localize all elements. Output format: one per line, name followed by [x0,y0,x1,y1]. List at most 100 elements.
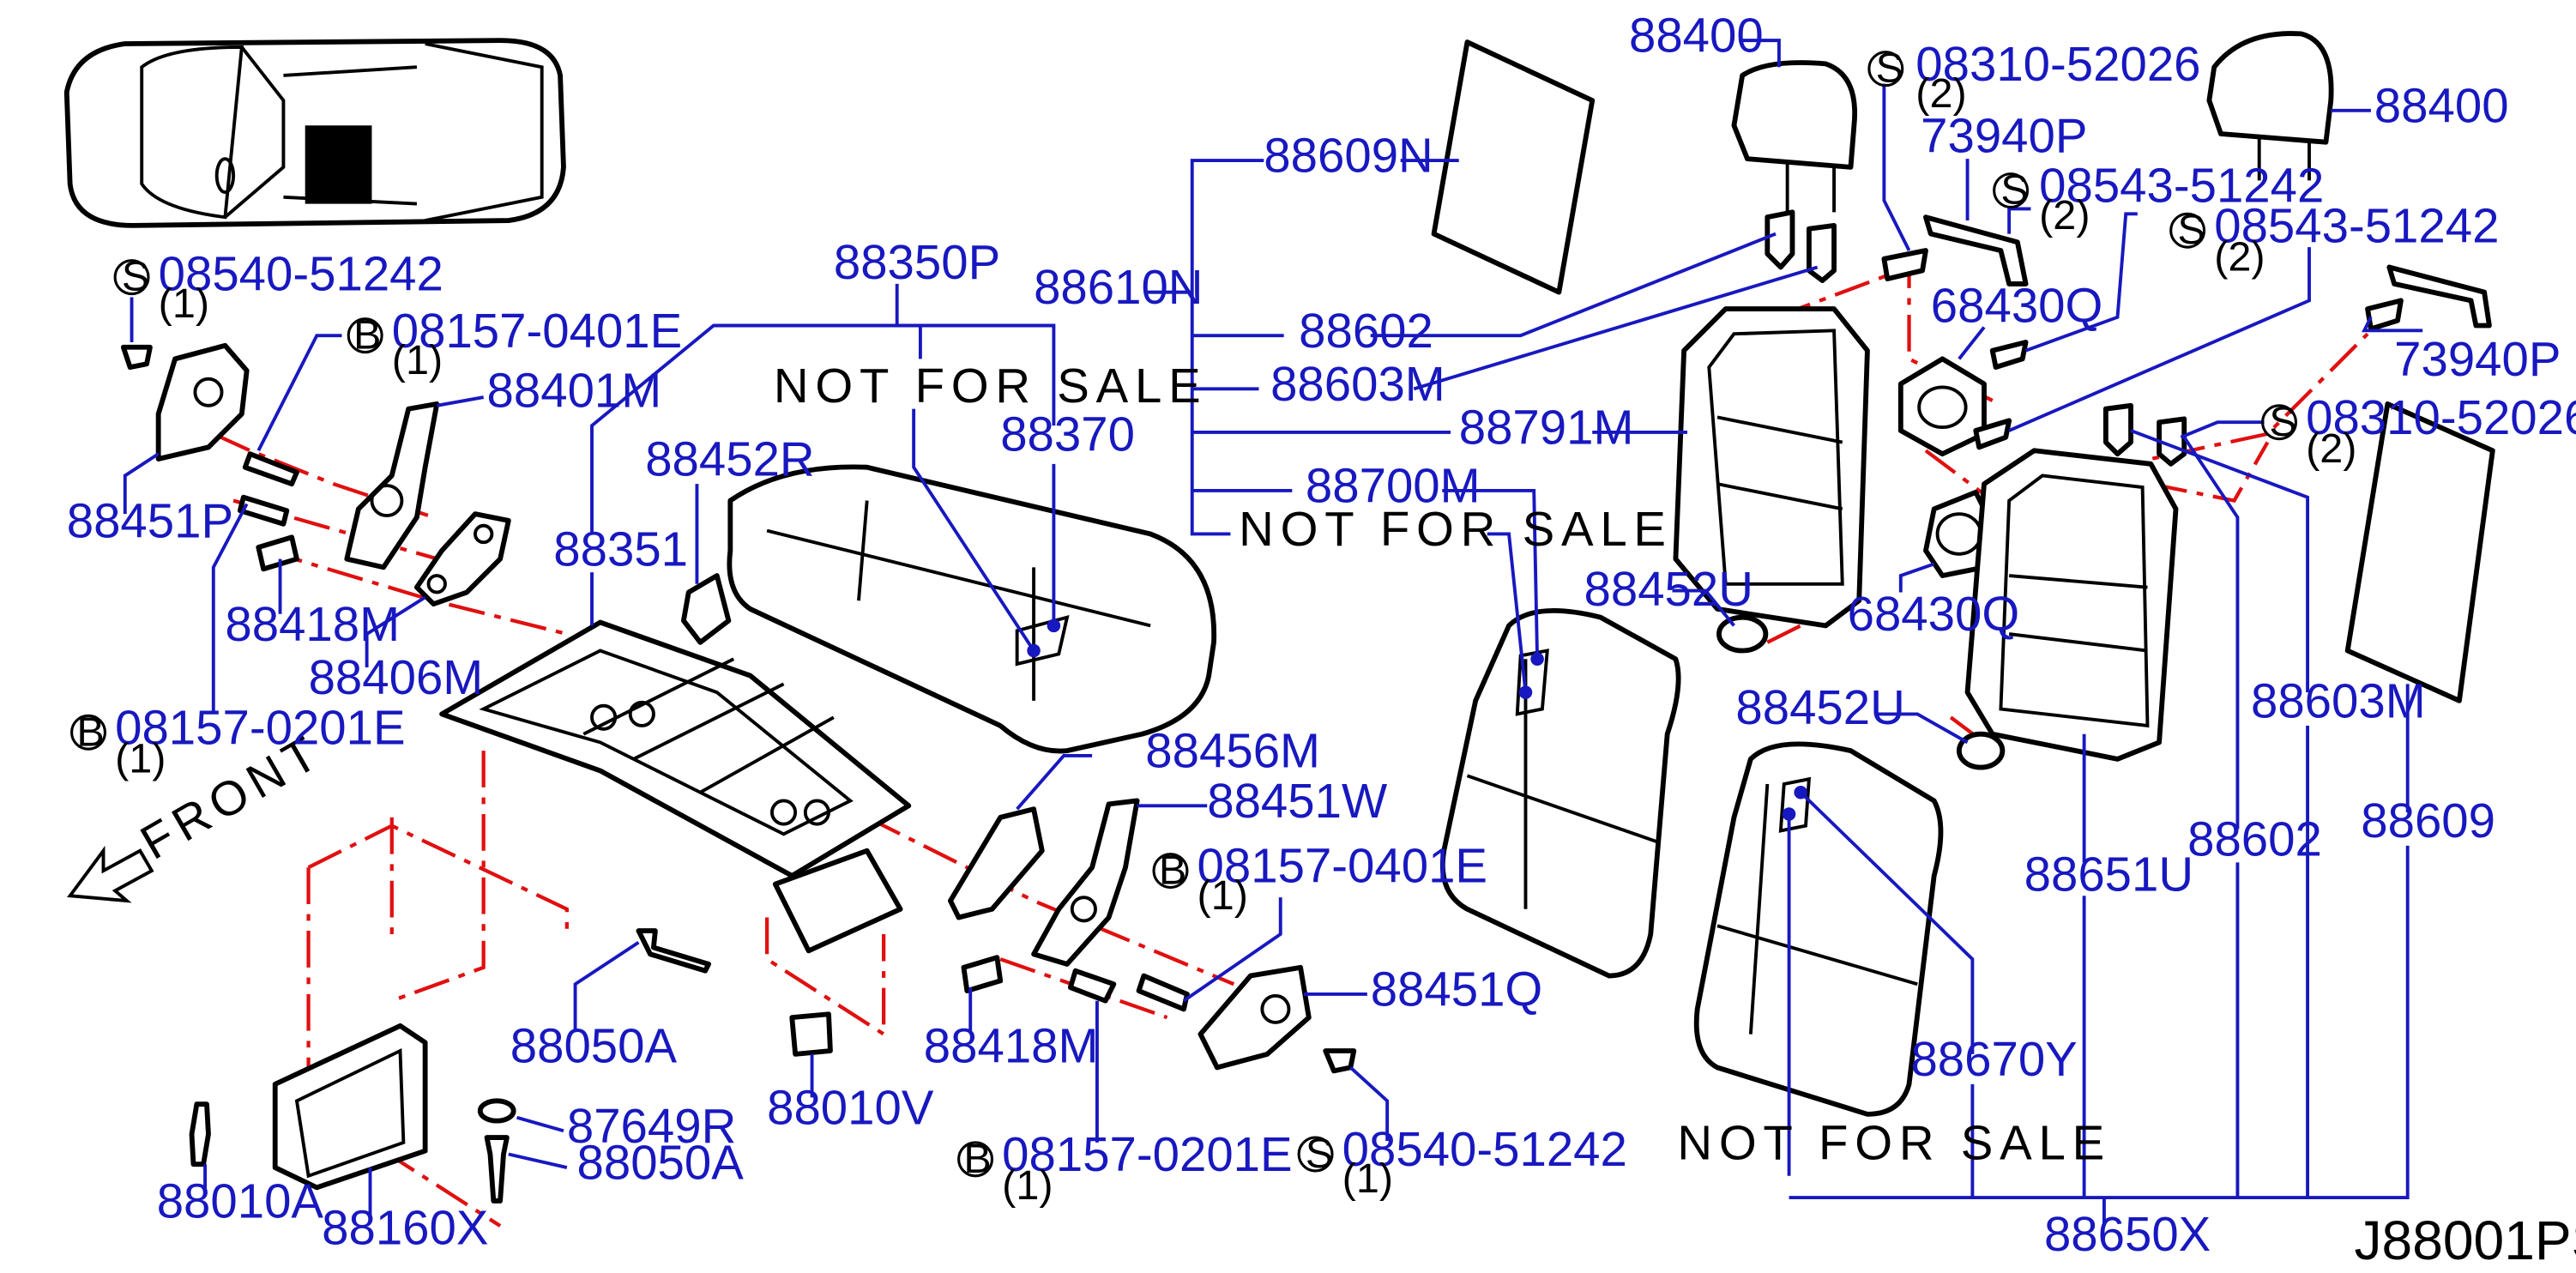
seatback-cover-88700m[interactable] [1439,608,1681,979]
guide-88602-88603m[interactable] [1765,209,1837,283]
label-88050a-a[interactable]: 88050A [510,1019,678,1073]
label-88452u-a[interactable]: 88452U [1584,562,1753,616]
label-88451w[interactable]: 88451W [1207,774,1387,828]
label-88400-a[interactable]: 88400 [1629,9,1764,63]
board-88609n[interactable] [1431,39,1596,295]
qty-08310-b: (2) [2306,425,2356,472]
label-08540-b[interactable]: 08540-51242 [1342,1122,1627,1176]
label-08157-0401e-b[interactable]: 08157-0401E [1198,839,1487,893]
frame-88791m[interactable] [1673,306,1870,629]
label-08310-b[interactable]: 08310-52026 [2306,390,2576,444]
bolt-part[interactable] [237,451,299,527]
label-88451p[interactable]: 88451P [67,493,233,547]
label-68430q-b[interactable]: 68430Q [1848,587,2020,641]
label-08543-a[interactable]: 08543-51242 [2039,159,2324,213]
bracket-88401m[interactable] [344,401,440,570]
screw-08543-left[interactable] [1989,340,2029,371]
screw-part[interactable] [120,344,153,371]
bolt-88050a[interactable] [636,928,711,974]
label-08310-a[interactable]: 08310-52026 [1915,37,2200,91]
knob-88452u-top[interactable] [1716,614,1769,654]
bracket-88010v[interactable] [789,1011,833,1057]
label-88650x[interactable]: 88650X [2044,1207,2211,1261]
seat-cushion-88350p[interactable] [727,464,1217,754]
qty-08540-a: (1) [159,281,209,327]
badge-b-2: B [76,709,104,755]
label-88010v[interactable]: 88010V [767,1081,934,1135]
badge-s-3: S [2000,167,2028,214]
seat-frame-88351[interactable] [439,619,912,954]
label-88351[interactable]: 88351 [553,522,688,576]
cover-88456m[interactable] [947,806,1045,920]
label-88010a[interactable]: 88010A [157,1173,324,1228]
bolt-08157-0401e-right[interactable] [1136,973,1190,1012]
label-88700m[interactable]: 88700M [1306,459,1481,513]
label-88370[interactable]: 88370 [1000,407,1135,461]
label-08157-0201e-b[interactable]: 08157-0201E [1002,1127,1292,1181]
label-88452u-b[interactable]: 88452U [1735,680,1904,734]
screw-08310-right[interactable] [2365,298,2404,332]
label-88651u[interactable]: 88651U [2024,847,2193,901]
label-88400-b[interactable]: 88400 [2374,78,2509,132]
speaker-68430q-top[interactable] [1897,356,1987,457]
label-08157-0201e-a[interactable]: 08157-0201E [115,700,405,754]
label-08540-a[interactable]: 08540-51242 [159,247,443,301]
diagram-code: J88001PS [2354,1210,2576,1271]
screw-08310-left[interactable] [1881,248,1928,281]
cover-88451q[interactable] [1198,964,1312,1071]
screw-08540-right[interactable] [1323,1048,1357,1074]
bolt-08157-0201e-right[interactable] [1067,968,1117,1004]
pad-88418m-right[interactable] [961,955,1004,993]
label-88602-a[interactable]: 88602 [1299,304,1433,358]
label-73940p-a[interactable]: 73940P [1921,108,2087,162]
pad-88418m[interactable] [256,534,299,572]
label-88609n[interactable]: 88609N [1264,129,1433,183]
label-88610n[interactable]: 88610N [1034,260,1203,314]
label-88418m-a[interactable]: 88418M [225,597,400,651]
label-73940p-b[interactable]: 73940P [2394,332,2561,386]
label-88418m-b[interactable]: 88418M [924,1019,1099,1073]
label-88603m-b[interactable]: 88603M [2251,673,2426,727]
qty-08543-a: (2) [2039,192,2090,238]
label-88050a-b[interactable]: 88050A [577,1136,745,1190]
label-87649r[interactable]: 87649R [567,1099,736,1153]
screw-08543-right[interactable] [1973,418,2012,450]
not-for-sale-1: NOT FOR SALE [774,359,1208,413]
label-88401m[interactable]: 88401M [487,364,662,418]
badge-b-3: B [1159,848,1186,894]
bracket-88451w[interactable] [1031,798,1140,967]
hook-88452r[interactable] [680,573,732,645]
label-88602-b[interactable]: 88602 [2187,812,2322,866]
label-88452r[interactable]: 88452R [645,431,814,486]
bolt-88050a-lower[interactable] [484,1135,510,1204]
handle-73940p-right[interactable] [2386,264,2492,329]
bolt-88010a[interactable] [189,1101,211,1167]
qty-08157-0201e-a: (1) [115,735,166,781]
label-88456m[interactable]: 88456M [1145,724,1320,778]
label-88603m-a[interactable]: 88603M [1270,357,1445,411]
label-88791m[interactable]: 88791M [1459,401,1634,455]
label-88609[interactable]: 88609 [2361,793,2495,848]
label-88406m[interactable]: 88406M [309,650,484,704]
handle-73940p-left[interactable] [1923,214,2029,287]
label-88160x[interactable]: 88160X [322,1200,488,1254]
label-88350p[interactable]: 88350P [834,235,1000,289]
headrest-88400-left[interactable] [1731,60,1858,213]
badge-s-1: S [122,254,149,300]
cover-88406m[interactable] [414,511,511,607]
seatback-cover-88670y[interactable] [1693,741,1944,1117]
board-88609[interactable] [2344,401,2495,703]
label-88451q[interactable]: 88451Q [1371,962,1543,1017]
frame-88160x[interactable] [272,1023,428,1191]
cap-87649r[interactable] [477,1098,516,1124]
label-68430q-a[interactable]: 68430Q [1931,279,2103,333]
frame-88651u[interactable] [1964,448,2179,762]
label-08157-0401e-a[interactable]: 08157-0401E [392,304,682,358]
guide-88602-88603m-right[interactable] [2102,402,2187,467]
knob-88452u-bottom[interactable] [1956,731,2006,770]
headrest-88400-right[interactable] [2206,31,2334,181]
label-88670y[interactable]: 88670Y [1910,1032,2077,1086]
label-08543-b[interactable]: 08543-51242 [2214,198,2499,252]
seat-cover-88451p[interactable] [155,342,250,462]
